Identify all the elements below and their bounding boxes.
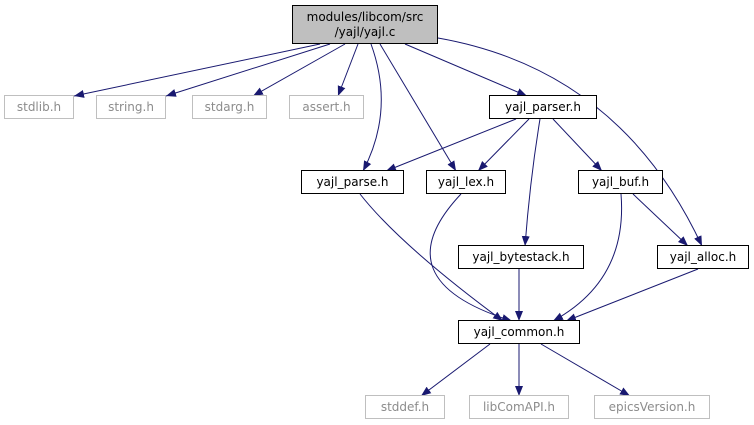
- node-label: yajl_alloc.h: [669, 249, 737, 264]
- edge-yajl-buf-to-yajl-alloc: [632, 193, 689, 247]
- edge-yajl-parser-to-yajl-buf: [552, 118, 603, 172]
- node-yajl-alloc-h[interactable]: yajl_alloc.h: [657, 245, 749, 269]
- node-label: yajl_lex.h: [437, 174, 495, 189]
- edge-root-to-string: [165, 43, 331, 97]
- node-label: stddef.h: [380, 399, 430, 414]
- root-label-line2: /yajl/yajl.c: [334, 24, 396, 39]
- edge-yajl-buf-to-yajl-common: [552, 193, 623, 322]
- node-yajl-parse-h[interactable]: yajl_parse.h: [301, 170, 404, 194]
- edge-yajl-parser-to-yajl-bytestack: [521, 118, 541, 247]
- node-yajl-common-h[interactable]: yajl_common.h: [458, 320, 580, 344]
- node-libcomapi-h[interactable]: libComAPI.h: [469, 395, 569, 419]
- node-stddef-h[interactable]: stddef.h: [365, 395, 445, 419]
- edge-yajl-lex-to-yajl-common: [429, 193, 513, 322]
- node-stdlib-h[interactable]: stdlib.h: [4, 95, 74, 119]
- root-label-line1: modules/libcom/src: [306, 9, 424, 24]
- node-stdarg-h[interactable]: stdarg.h: [192, 95, 267, 119]
- edge-root-to-yajl-parser: [404, 43, 528, 97]
- node-label: stdlib.h: [16, 99, 62, 114]
- node-label: epicsVersion.h: [608, 399, 696, 414]
- edge-root-to-stdlib: [73, 43, 321, 98]
- node-label: yajl_common.h: [473, 324, 565, 339]
- root-node-yajl-c[interactable]: modules/libcom/src /yajl/yajl.c: [292, 5, 438, 44]
- node-yajl-buf-h[interactable]: yajl_buf.h: [578, 170, 663, 194]
- node-label: yajl_bytestack.h: [472, 249, 570, 264]
- edge-root-to-assert: [337, 43, 359, 97]
- node-yajl-lex-h[interactable]: yajl_lex.h: [426, 170, 506, 194]
- edge-root-to-yajl-parse: [362, 43, 382, 172]
- node-string-h[interactable]: string.h: [96, 95, 166, 119]
- node-label: yajl_buf.h: [591, 174, 650, 189]
- edge-yajl-alloc-to-yajl-common: [565, 268, 699, 322]
- edge-yajl-parser-to-yajl-parse: [385, 118, 517, 172]
- edge-root-to-yajl-lex: [379, 43, 457, 172]
- edge-yajl-common-to-epicsVersion: [540, 343, 631, 397]
- node-label: string.h: [108, 99, 154, 114]
- node-label: yajl_parser.h: [505, 99, 581, 114]
- edge-yajl-common-to-stddef: [420, 343, 491, 397]
- node-label: libComAPI.h: [482, 399, 556, 414]
- node-yajl-bytestack-h[interactable]: yajl_bytestack.h: [458, 245, 584, 269]
- node-label: assert.h: [302, 99, 351, 114]
- edge-yajl-parser-to-yajl-lex: [477, 118, 530, 172]
- node-label: stdarg.h: [204, 99, 255, 114]
- edge-root-to-yajl-alloc: [437, 37, 703, 247]
- edge-yajl-parse-to-yajl-common: [359, 193, 504, 322]
- node-epicsversion-h[interactable]: epicsVersion.h: [594, 395, 710, 419]
- edge-root-to-stdarg: [252, 43, 346, 97]
- node-assert-h[interactable]: assert.h: [289, 95, 364, 119]
- node-yajl-parser-h[interactable]: yajl_parser.h: [489, 95, 597, 119]
- node-label: yajl_parse.h: [316, 174, 389, 189]
